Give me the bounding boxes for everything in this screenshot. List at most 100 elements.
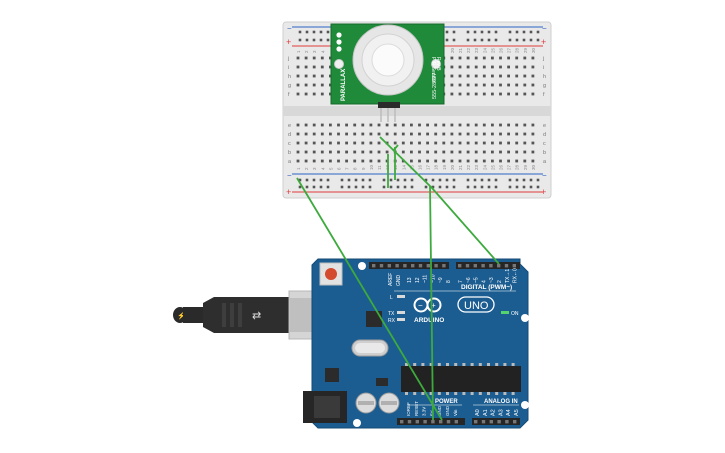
breadboard-hole[interactable] xyxy=(312,92,316,96)
rail-hole[interactable] xyxy=(452,30,456,34)
rail-hole[interactable] xyxy=(529,185,533,189)
breadboard-hole[interactable] xyxy=(450,132,454,136)
breadboard-hole[interactable] xyxy=(337,150,340,154)
header-pin[interactable] xyxy=(439,420,443,424)
breadboard-hole[interactable] xyxy=(312,141,316,145)
breadboard-hole[interactable] xyxy=(353,123,357,127)
breadboard-hole[interactable] xyxy=(482,141,486,145)
breadboard-hole[interactable] xyxy=(491,123,494,127)
breadboard-hole[interactable] xyxy=(499,65,502,69)
breadboard-hole[interactable] xyxy=(304,83,308,87)
rail-hole[interactable] xyxy=(396,178,400,182)
rail-hole[interactable] xyxy=(368,178,372,182)
rail-hole[interactable] xyxy=(326,30,330,34)
rail-hole[interactable] xyxy=(326,185,330,189)
rail-hole[interactable] xyxy=(347,178,351,182)
rail-hole[interactable] xyxy=(361,185,365,189)
breadboard-hole[interactable] xyxy=(499,159,502,163)
breadboard-hole[interactable] xyxy=(377,123,381,127)
breadboard-hole[interactable] xyxy=(450,65,454,69)
breadboard-hole[interactable] xyxy=(312,123,316,127)
breadboard-hole[interactable] xyxy=(515,141,519,145)
breadboard-hole[interactable] xyxy=(515,92,519,96)
breadboard-hole[interactable] xyxy=(312,150,316,154)
breadboard-hole[interactable] xyxy=(320,65,324,69)
breadboard-hole[interactable] xyxy=(329,150,332,154)
breadboard-hole[interactable] xyxy=(466,132,470,136)
header-pin[interactable] xyxy=(489,420,493,424)
rail-hole[interactable] xyxy=(389,185,393,189)
rail-hole[interactable] xyxy=(473,185,477,189)
header-pin[interactable] xyxy=(481,420,486,424)
breadboard-hole[interactable] xyxy=(312,74,316,78)
breadboard-hole[interactable] xyxy=(393,132,397,136)
breadboard-hole[interactable] xyxy=(450,141,454,145)
rail-hole[interactable] xyxy=(494,178,498,182)
breadboard-hole[interactable] xyxy=(296,150,300,154)
breadboard-hole[interactable] xyxy=(499,92,502,96)
breadboard-hole[interactable] xyxy=(385,123,389,127)
breadboard-hole[interactable] xyxy=(434,141,438,145)
breadboard-hole[interactable] xyxy=(515,159,519,163)
rail-hole[interactable] xyxy=(298,30,302,34)
header-pin[interactable] xyxy=(395,264,399,268)
rail-hole[interactable] xyxy=(403,178,407,182)
breadboard-hole[interactable] xyxy=(482,83,486,87)
breadboard-hole[interactable] xyxy=(337,159,340,163)
breadboard-hole[interactable] xyxy=(393,141,397,145)
breadboard-hole[interactable] xyxy=(531,159,535,163)
breadboard-hole[interactable] xyxy=(466,65,470,69)
breadboard-hole[interactable] xyxy=(515,150,519,154)
breadboard-hole[interactable] xyxy=(482,56,486,60)
breadboard-hole[interactable] xyxy=(345,150,348,154)
breadboard-hole[interactable] xyxy=(499,150,502,154)
header-pin[interactable] xyxy=(400,420,404,424)
breadboard-hole[interactable] xyxy=(507,159,510,163)
breadboard-hole[interactable] xyxy=(515,56,519,60)
breadboard-hole[interactable] xyxy=(474,56,478,60)
header-pin[interactable] xyxy=(497,420,501,424)
breadboard-hole[interactable] xyxy=(515,74,519,78)
breadboard-hole[interactable] xyxy=(377,159,381,163)
breadboard-hole[interactable] xyxy=(385,150,389,154)
header-pin[interactable] xyxy=(458,264,462,268)
breadboard-hole[interactable] xyxy=(304,56,308,60)
pir-sensor[interactable]: PARALLAX 555-28027 PIR Sensor Rev B xyxy=(330,23,445,122)
rail-hole[interactable] xyxy=(445,185,449,189)
breadboard-hole[interactable] xyxy=(474,74,478,78)
breadboard-hole[interactable] xyxy=(507,83,510,87)
breadboard-hole[interactable] xyxy=(296,56,300,60)
breadboard-hole[interactable] xyxy=(531,141,535,145)
header-pin[interactable] xyxy=(505,420,509,424)
breadboard-hole[interactable] xyxy=(401,141,405,145)
breadboard-hole[interactable] xyxy=(458,150,462,154)
breadboard-hole[interactable] xyxy=(474,159,478,163)
breadboard-hole[interactable] xyxy=(507,92,510,96)
breadboard-hole[interactable] xyxy=(491,83,494,87)
breadboard-hole[interactable] xyxy=(369,159,373,163)
breadboard-hole[interactable] xyxy=(369,132,373,136)
breadboard-hole[interactable] xyxy=(361,132,365,136)
power-header[interactable] xyxy=(397,418,465,425)
breadboard-hole[interactable] xyxy=(442,123,446,127)
breadboard-hole[interactable] xyxy=(369,123,373,127)
breadboard-hole[interactable] xyxy=(345,123,348,127)
breadboard-hole[interactable] xyxy=(466,150,470,154)
rail-hole[interactable] xyxy=(410,178,414,182)
rail-hole[interactable] xyxy=(326,178,330,182)
header-pin[interactable] xyxy=(442,264,446,268)
rail-hole[interactable] xyxy=(487,178,491,182)
breadboard-hole[interactable] xyxy=(442,159,446,163)
rail-hole[interactable] xyxy=(494,185,498,189)
rail-hole[interactable] xyxy=(452,185,456,189)
breadboard-hole[interactable] xyxy=(329,159,332,163)
breadboard-hole[interactable] xyxy=(482,65,486,69)
breadboard-hole[interactable] xyxy=(410,159,413,163)
breadboard-hole[interactable] xyxy=(515,132,519,136)
header-pin[interactable] xyxy=(481,264,485,268)
breadboard-hole[interactable] xyxy=(482,74,486,78)
breadboard-hole[interactable] xyxy=(515,83,519,87)
header-pin[interactable] xyxy=(489,264,493,268)
header-pin[interactable] xyxy=(497,264,501,268)
breadboard-hole[interactable] xyxy=(426,159,429,163)
